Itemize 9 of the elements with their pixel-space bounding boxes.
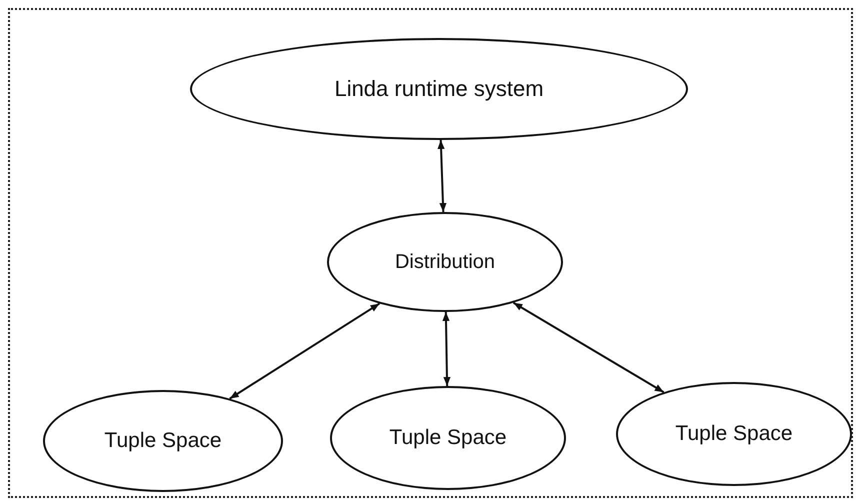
double-arrow (437, 140, 447, 212)
node-label: Tuple Space (104, 429, 222, 453)
double-arrow (512, 302, 664, 394)
node-label: Linda runtime system (334, 76, 544, 102)
node-label: Tuple Space (389, 426, 507, 450)
node-label: Tuple Space (675, 422, 793, 446)
double-arrow (442, 312, 451, 386)
node-label: Distribution (394, 250, 496, 274)
double-arrow (229, 302, 380, 400)
